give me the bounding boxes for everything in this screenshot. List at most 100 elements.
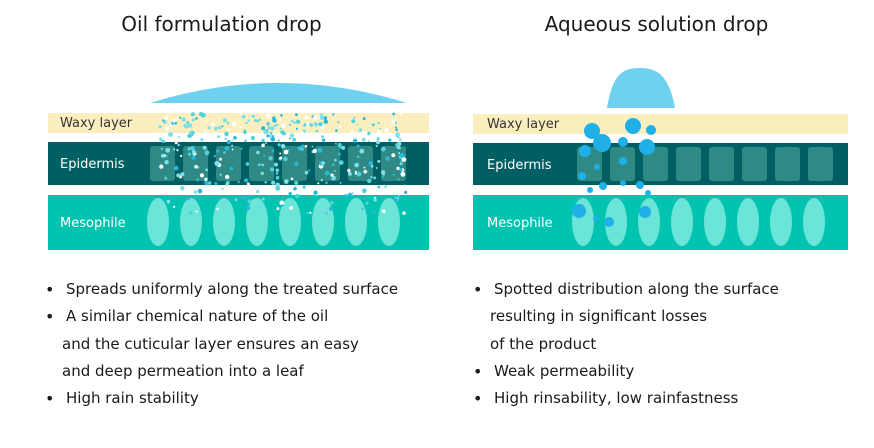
oil-droplet [243, 130, 247, 135]
oil-droplet [399, 167, 403, 172]
oil-droplet [223, 151, 226, 154]
oil-droplet [335, 129, 338, 132]
oil-droplet [191, 155, 196, 160]
oil-droplet [231, 121, 237, 127]
oil-droplet [395, 128, 398, 132]
oil-droplet [302, 185, 306, 189]
oil-droplet [293, 121, 296, 124]
oil-droplet [351, 192, 354, 195]
oil-droplet [370, 176, 373, 179]
oil-droplet [385, 134, 391, 139]
oil-droplet [171, 121, 174, 125]
bullet-continuation: resulting in significant losses [472, 303, 864, 330]
oil-droplet [288, 192, 292, 196]
oil-droplet [204, 150, 210, 156]
oil-droplet [280, 114, 283, 117]
oil-droplet [347, 168, 351, 173]
oil-droplet [271, 180, 276, 185]
oil-droplet [271, 149, 275, 152]
oil-droplet [202, 145, 207, 150]
oil-droplet [200, 132, 204, 137]
oil-droplet [216, 207, 219, 211]
oil-droplet [255, 134, 260, 139]
oil-droplet [219, 157, 222, 161]
oil-droplet [200, 138, 204, 142]
oil-droplet [332, 113, 335, 116]
oil-droplet [216, 149, 220, 153]
bullet-dot: • [45, 389, 55, 409]
oil-droplet [309, 123, 313, 127]
oil-droplet [362, 117, 366, 121]
oil-droplet [159, 137, 163, 142]
oil-droplet [321, 161, 325, 166]
oil-droplet [191, 118, 196, 122]
oil-droplet [325, 181, 328, 184]
oil-droplet [357, 155, 360, 158]
oil-droplet [193, 146, 196, 149]
oil-droplet [163, 154, 166, 157]
oil-droplet [191, 131, 195, 135]
oil-droplet [380, 170, 386, 175]
bullet-item: •Weak permeability [472, 358, 864, 385]
aqueous-epidermis-label: Epidermis [487, 158, 552, 173]
oil-droplet [295, 119, 301, 124]
oil-droplet [199, 173, 205, 178]
oil-droplet [368, 140, 370, 143]
oil-droplet [385, 156, 390, 161]
oil-droplet [204, 207, 207, 210]
oil-droplet [277, 139, 280, 142]
oil-droplet [289, 206, 293, 210]
oil-droplet [347, 171, 352, 176]
oil-epidermis-label: Epidermis [60, 157, 125, 172]
aqueous-mesophile-label: Mesophile [487, 216, 553, 231]
oil-droplet [361, 137, 366, 142]
oil-droplet [402, 211, 406, 215]
oil-droplet [258, 118, 262, 122]
bullet-dot: • [473, 389, 483, 409]
oil-droplet [279, 127, 282, 130]
oil-droplet [275, 168, 279, 172]
oil-droplet [196, 178, 200, 182]
bullet-text: of the product [490, 334, 597, 353]
oil-droplet [381, 209, 386, 213]
oil-droplet [306, 212, 309, 215]
oil-droplet [313, 122, 319, 127]
oil-droplet [263, 154, 266, 158]
oil-droplet [254, 119, 257, 122]
oil-droplet [288, 137, 291, 140]
oil-droplet [176, 173, 181, 178]
oil-droplet [351, 119, 356, 124]
oil-droplet [207, 126, 211, 130]
oil-droplet [401, 157, 407, 163]
bullet-text: Spreads uniformly along the treated surf… [66, 280, 399, 298]
oil-droplet [330, 173, 334, 177]
oil-droplet [224, 131, 229, 137]
oil-droplet [279, 152, 282, 155]
bullet-text: High rinsability, low rainfastness [494, 389, 739, 408]
oil-droplet [187, 123, 193, 128]
oil-droplet [240, 113, 243, 116]
oil-droplet [398, 194, 401, 197]
oil-droplet [344, 194, 348, 198]
oil-droplet [247, 119, 250, 122]
oil-droplet [294, 161, 299, 166]
oil-droplet [277, 119, 281, 122]
oil-droplet [337, 152, 341, 156]
oil-droplet [222, 118, 228, 123]
oil-droplet [194, 164, 198, 169]
oil-droplet [245, 122, 248, 125]
oil-droplet [320, 179, 323, 182]
oil-droplet [174, 121, 178, 125]
oil-droplet [399, 162, 403, 166]
oil-droplet [191, 149, 196, 154]
bullet-dot: • [473, 361, 483, 381]
oil-droplet [377, 185, 381, 189]
oil-droplet [363, 169, 368, 174]
oil-droplet [188, 210, 193, 215]
oil-droplet [341, 145, 346, 150]
oil-droplet [354, 172, 357, 175]
oil-droplet [195, 210, 198, 213]
oil-droplet [304, 144, 308, 148]
oil-droplet [281, 204, 284, 207]
oil-droplet [204, 121, 207, 123]
